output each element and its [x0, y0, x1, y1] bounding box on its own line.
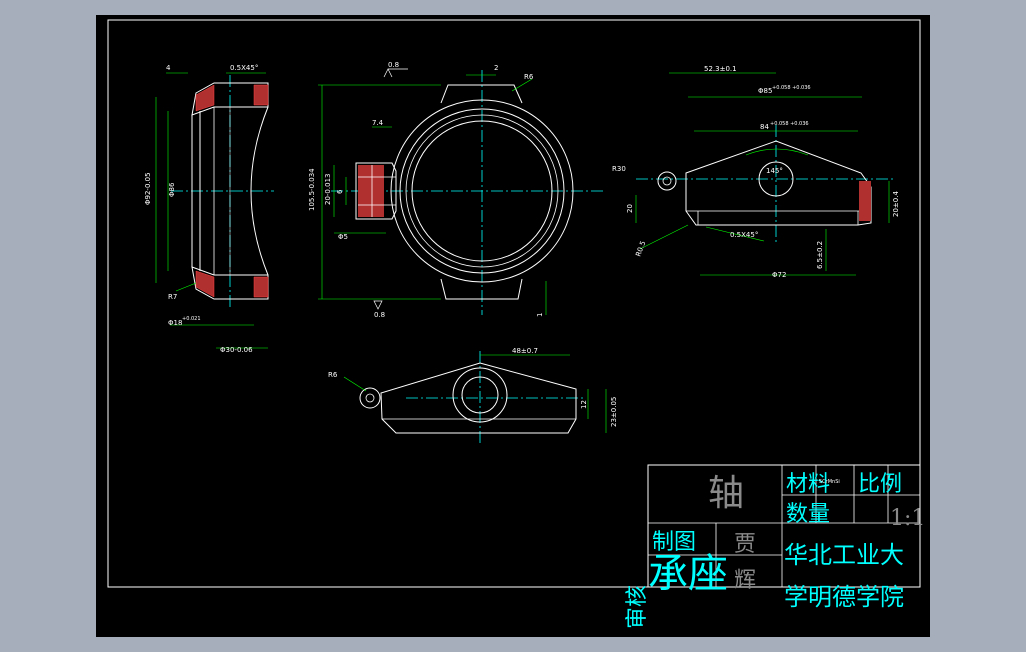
dim-front-105: 105.5-0.034: [308, 168, 316, 211]
right-bore: [758, 161, 794, 197]
dim-side-d18: Φ18: [168, 319, 182, 327]
school-line-2: 学明德学院: [784, 583, 904, 611]
cad-viewport[interactable]: 4 0.5X45° Φ92-0.05 Φ86 R7 Φ18 +0.021 Φ30…: [96, 15, 930, 637]
dim-arc-right-145: [745, 148, 809, 156]
dim-right-d72: Φ72: [772, 271, 786, 279]
scale-value: 1:1: [890, 506, 925, 531]
side-body-arc: [250, 106, 269, 276]
bottom-body-outline: [380, 362, 577, 434]
dim-side-top-w: 4: [166, 64, 171, 72]
checked-label: 审核: [625, 585, 650, 629]
dim-right-20: 20: [626, 204, 634, 213]
quantity-label: 数量: [786, 502, 830, 527]
dim-front-d5: Φ5: [338, 233, 348, 241]
dim-front-rough-top: 0.8: [388, 61, 399, 69]
dim-front-rough-bot: 0.8: [374, 311, 385, 319]
part-name-2: 承座: [648, 551, 728, 597]
bottom-boss-outer: [452, 367, 508, 423]
right-lug-hole: [662, 176, 672, 186]
side-section-view: 4 0.5X45° Φ92-0.05 Φ86 R7 Φ18 +0.021 Φ30…: [144, 64, 274, 354]
side-hatch-bottom-right: [253, 276, 269, 298]
side-hatch-top-right: [253, 84, 269, 106]
drawing-canvas: 4 0.5X45° Φ92-0.05 Φ86 R7 Φ18 +0.021 Φ30…: [107, 19, 925, 629]
dim-right-52: 52.3±0.1: [704, 65, 737, 73]
bottom-lug-hole: [365, 393, 375, 403]
drawn-label: 制图: [652, 530, 696, 555]
dim-right-145: 145°: [766, 167, 783, 175]
drawn-name: 贾: [734, 532, 756, 557]
dim-front-slot: 2: [494, 64, 498, 72]
side-hatch-bottom-left: [195, 270, 215, 298]
bottom-view: 48±0.7 R6 12 23±0.05: [328, 347, 618, 445]
dim-bottom-12: 12: [580, 400, 588, 409]
school-line-1: 华北工业大: [784, 541, 904, 569]
dim-right-d85-tol: +0.058 +0.036: [772, 85, 811, 91]
dim-side-r7: R7: [168, 293, 177, 301]
scale-label: 比例: [858, 472, 902, 497]
drawing-border: [107, 19, 921, 588]
front-outer-ring: [390, 99, 574, 283]
dim-line-front-r6: [511, 78, 533, 92]
roughness-symbol-top: [383, 68, 408, 78]
dim-side-d30: Φ30-0.06: [220, 346, 253, 354]
front-inner-bore: [411, 120, 553, 262]
dim-front-20: 20-0.013: [324, 174, 332, 205]
front-top-boss: [440, 84, 523, 104]
front-lug-hatch: [358, 165, 384, 217]
front-side-lug: [355, 162, 397, 220]
dim-side-d86: Φ86: [168, 182, 176, 197]
dim-side-d18-tol: +0.021: [182, 316, 201, 322]
dim-front-74: 7.4: [372, 119, 384, 127]
dim-line-right-r05: [639, 224, 689, 250]
dim-right-d85: Φ85: [758, 87, 772, 95]
dim-bottom-48: 48±0.7: [512, 347, 538, 355]
roughness-symbol-bottom: [373, 300, 383, 310]
dim-right-r05: R0.5: [634, 240, 647, 258]
material-label: 材料: [786, 472, 830, 497]
dim-front-6: 6: [336, 189, 344, 194]
dim-right-chamfer: 0.5X45°: [730, 231, 758, 239]
front-view: 0.8 2 R6 7.4 105.5-0.034 20-0.013 6 Φ5 0…: [308, 61, 606, 319]
front-bottom-boss: [440, 278, 523, 300]
dim-line-right-chamfer: [705, 226, 765, 242]
dim-right-84: 84: [760, 123, 769, 131]
bottom-lug-eye: [359, 387, 381, 409]
dim-bottom-23: 23±0.05: [610, 397, 618, 427]
dim-right-84-tol: +0.058 +0.036: [770, 121, 809, 127]
checked-name: 辉: [734, 568, 756, 593]
title-block-frame: [647, 464, 921, 588]
material-value: 5CrMnSi: [819, 479, 840, 485]
dim-right-r30: R30: [612, 165, 626, 173]
dim-front-r6: R6: [524, 73, 534, 81]
front-ring-2: [399, 108, 565, 274]
dim-right-65: 6.5±0.2: [816, 241, 824, 269]
dim-line-bottom-r6: [343, 376, 367, 392]
right-hatch: [859, 181, 871, 221]
dim-front-1: 1: [536, 313, 544, 317]
right-lug-eye: [657, 171, 677, 191]
dim-bottom-r6: R6: [328, 371, 338, 379]
bottom-boss-inner: [461, 376, 499, 414]
dim-side-chamfer: 0.5X45°: [230, 64, 258, 72]
right-body-outline: [685, 140, 872, 226]
dim-side-d92: Φ92-0.05: [144, 172, 152, 205]
dim-right-20-04: 20±0.4: [892, 191, 900, 217]
part-name-1: 轴: [708, 473, 744, 514]
right-side-view: 52.3±0.1 Φ85 +0.058 +0.036 84 +0.058 +0.…: [612, 65, 900, 279]
side-hatch-top-left: [195, 84, 215, 112]
front-ring-3: [405, 114, 559, 268]
dim-line-side-r7: [175, 282, 197, 292]
title-block: 轴 承座 材料 5CrMnSi 比例 1:1 数量 制图 贾 审核 辉 华北工业…: [625, 464, 925, 629]
